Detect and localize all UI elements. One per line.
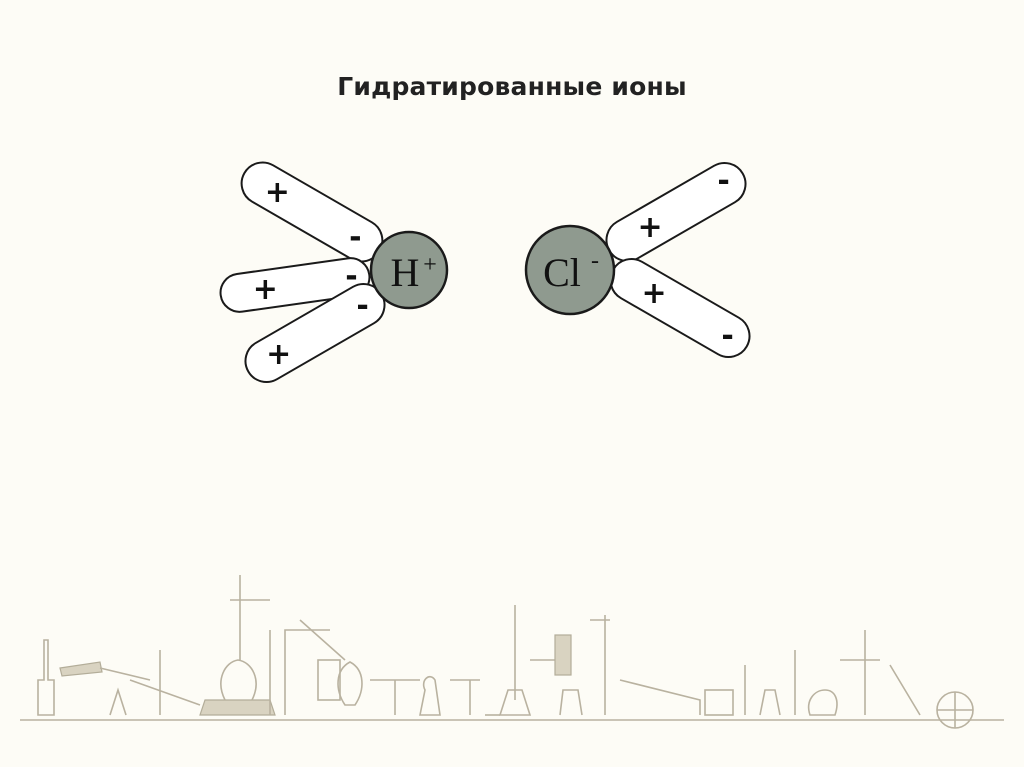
chloride-ion: Cl - [524, 224, 616, 316]
minus-sign: - [717, 164, 729, 199]
chloride-charge: - [591, 248, 599, 274]
minus-sign: - [356, 289, 368, 324]
plus-sign: + [641, 276, 666, 311]
water-molecule-upper-left: + - [240, 161, 384, 263]
plus-sign: + [265, 175, 290, 210]
water-molecule-lower-left: + - [244, 283, 386, 383]
plus-sign: + [253, 272, 278, 307]
hydrogen-symbol: H [391, 250, 420, 295]
water-molecule-lower-right: + - [609, 258, 751, 358]
hydrogen-ion: H + [369, 230, 449, 310]
chloride-symbol: Cl [543, 250, 581, 295]
slide-title: Гидратированные ионы [337, 72, 687, 101]
plus-sign: + [637, 210, 662, 245]
minus-sign: - [721, 319, 733, 354]
svg-text:H: H [391, 250, 420, 295]
hydrogen-charge: + [423, 252, 437, 278]
laboratory-glassware-illustration [20, 575, 1004, 729]
minus-sign: - [349, 220, 361, 255]
water-molecule-upper-right: + - [605, 162, 747, 262]
plus-sign: + [266, 337, 291, 372]
